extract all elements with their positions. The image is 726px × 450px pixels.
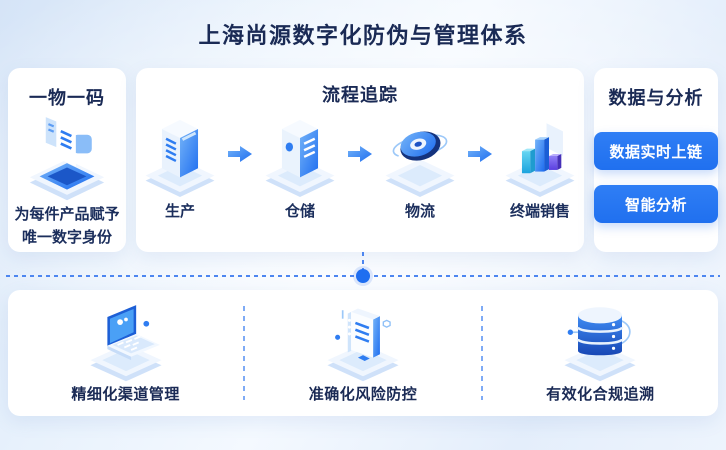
page-title: 上海尚源数字化防伪与管理体系: [198, 23, 528, 48]
bottom-divider: [480, 306, 483, 400]
database-icon: [556, 295, 644, 383]
bottom-item-compliance-trace: 有效化合规追溯: [483, 290, 718, 416]
process-step-logistics: 物流: [376, 113, 464, 221]
right-arrow-icon: [226, 144, 254, 164]
one-code-caption-line2: 唯一数字身份: [21, 228, 112, 246]
realtime-chain-button[interactable]: 数据实时上链: [594, 132, 718, 170]
right-arrow-icon: [346, 144, 374, 164]
bottom-divider: [243, 306, 246, 400]
one-code-caption-line1: 为每件产品赋予: [14, 206, 120, 223]
step-label-production: 生产: [164, 203, 195, 220]
panel-process: 流程追踪: [136, 68, 584, 252]
bottom-panel: 精细化渠道管理: [8, 290, 718, 416]
step-label-warehouse: 仓储: [284, 203, 315, 220]
process-flow: 生产: [136, 113, 584, 221]
process-step-warehouse: 仓储: [256, 113, 344, 221]
top-row: 一物一码 为每件产品赋予 唯一数字身份: [8, 68, 718, 252]
warehouse-building-icon: [259, 113, 341, 199]
one-code-title: 一物一码: [29, 88, 105, 108]
one-code-caption: 为每件产品赋予 唯一数字身份: [14, 204, 119, 249]
data-analysis-title: 数据与分析: [608, 88, 704, 108]
connector-vertical-dashed-line: [362, 252, 364, 270]
step-label-terminal-sales: 终端销售: [509, 203, 570, 220]
laptop-icon: [82, 295, 170, 383]
connector-node-dot: [356, 269, 370, 283]
bottom-label-channel-management: 精细化渠道管理: [71, 386, 180, 403]
bottom-item-channel-management: 精细化渠道管理: [8, 290, 243, 416]
bottom-label-risk-control: 准确化风险防控: [308, 386, 418, 403]
sales-bar-chart-icon: [499, 113, 581, 199]
panel-one-code: 一物一码 为每件产品赋予 唯一数字身份: [8, 68, 126, 252]
server-tower-icon: [139, 113, 221, 199]
right-arrow-icon: [466, 144, 494, 164]
process-title: 流程追踪: [322, 85, 398, 105]
risk-tower-icon: [319, 295, 407, 383]
step-label-logistics: 物流: [404, 203, 435, 220]
logistics-disc-icon: [379, 113, 461, 199]
bottom-label-compliance-trace: 有效化合规追溯: [546, 386, 655, 403]
panel-data-analysis: 数据与分析 数据实时上链 智能分析: [594, 68, 718, 252]
bottom-item-risk-control: 准确化风险防控: [245, 290, 480, 416]
process-step-terminal-sales: 终端销售: [496, 113, 584, 221]
smart-analysis-button[interactable]: 智能分析: [594, 185, 718, 223]
process-step-production: 生产: [136, 113, 224, 221]
document-stack-icon: [21, 110, 113, 202]
